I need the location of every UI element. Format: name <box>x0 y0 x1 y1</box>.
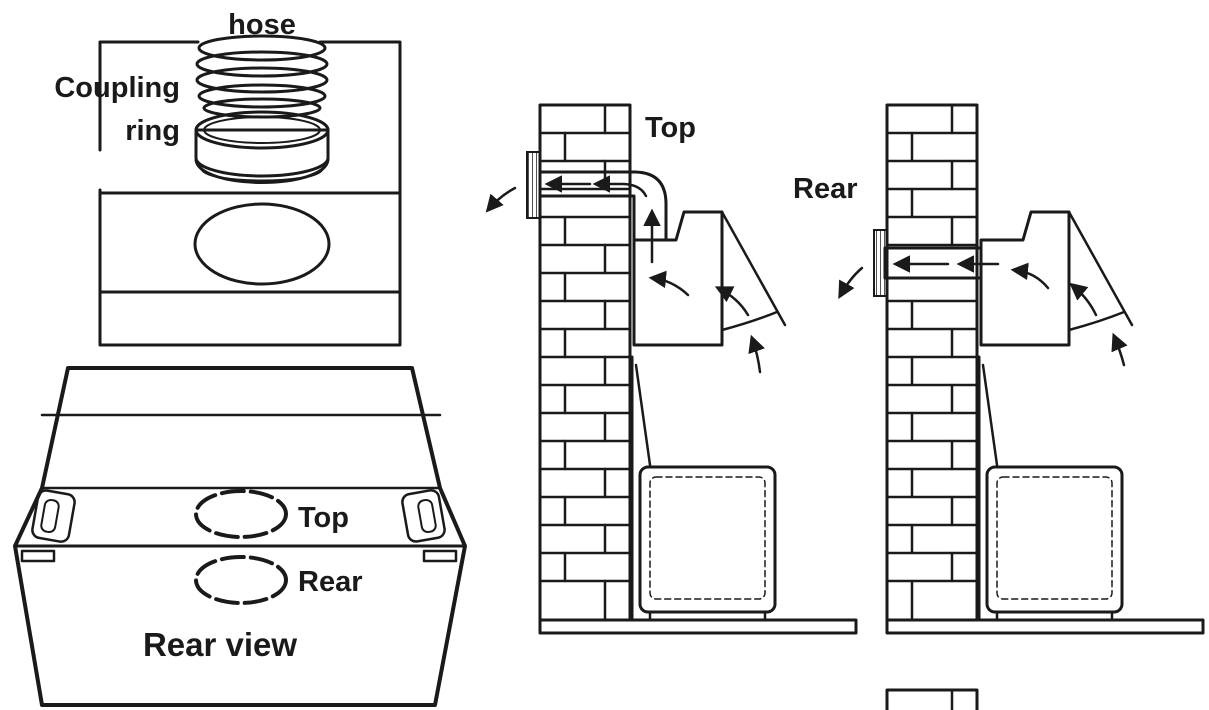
partial-wall-fragment <box>885 688 979 710</box>
coupling-detail <box>98 34 402 347</box>
top-appliance <box>638 465 777 614</box>
rear-floor <box>885 618 1205 635</box>
top-hood-body <box>632 210 724 347</box>
rear-view-title: Rear view <box>143 626 297 663</box>
right-mount-slot <box>401 489 446 543</box>
top-knockout <box>194 489 288 539</box>
rear-installation-label: Rear <box>793 173 858 205</box>
duct-opening <box>193 202 331 286</box>
rear-knockout-label: Rear <box>298 566 363 598</box>
coupling-ring <box>194 110 330 184</box>
rear-wall-bricks <box>885 103 979 622</box>
coupling-ring-label-line1: Coupling <box>54 72 180 104</box>
top-exterior-grille <box>526 151 541 219</box>
top-wall-bricks <box>538 103 632 622</box>
rear-knockout <box>194 555 288 605</box>
top-installation-label: Top <box>645 112 696 144</box>
left-clip <box>20 549 56 563</box>
hose-corrugations <box>195 34 329 119</box>
rear-vent-installation <box>838 103 1205 635</box>
hose-label: hose <box>228 9 296 41</box>
rear-appliance <box>985 465 1124 614</box>
top-floor <box>538 618 858 635</box>
right-clip <box>422 549 458 563</box>
coupling-ring-label-line2: ring <box>125 115 180 147</box>
hood-rear-view <box>13 366 467 707</box>
top-knockout-label: Top <box>298 502 349 534</box>
rear-exterior-grille <box>873 229 888 297</box>
top-vent-installation <box>485 103 858 635</box>
left-mount-slot <box>31 489 76 543</box>
rear-hood-body <box>979 210 1071 347</box>
